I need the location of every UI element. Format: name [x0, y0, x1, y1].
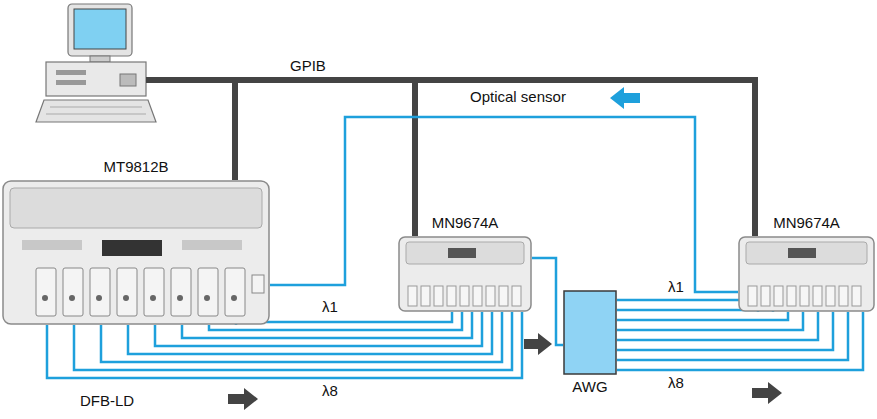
optical-fiber	[617, 312, 803, 330]
optical-switch-box: MN9674A	[738, 236, 875, 312]
optical-fiber	[617, 312, 788, 320]
text-label: λ1	[322, 298, 338, 315]
text-label: λ8	[322, 382, 338, 399]
text-label: DFB-LD	[80, 392, 134, 409]
instrument-drawing	[563, 290, 617, 375]
instrument-drawing	[398, 236, 532, 312]
optical-fiber	[617, 312, 833, 350]
computer-illustration	[36, 4, 156, 122]
direction-arrow	[610, 87, 640, 109]
direction-arrow	[524, 333, 552, 355]
device-name: MN9674A	[708, 214, 877, 231]
instrument-drawing	[738, 236, 875, 312]
text-label: λ8	[668, 374, 684, 391]
direction-arrow	[228, 388, 258, 410]
text-label: GPIB	[290, 57, 326, 74]
text-label: Optical sensor	[470, 88, 566, 105]
optical-fiber	[617, 312, 848, 360]
optical-fiber	[617, 300, 758, 312]
direction-arrow	[752, 382, 782, 404]
optical-multimeter: MT9812B	[2, 180, 270, 325]
instrument-drawing	[2, 180, 270, 325]
awg-filter: AWG	[563, 290, 617, 375]
device-name: MN9674A	[368, 214, 562, 231]
optical-fiber	[617, 312, 818, 340]
device-name: MT9812B	[0, 158, 300, 175]
optical-fiber	[532, 258, 563, 345]
optical-fiber	[617, 312, 863, 370]
device-name: AWG	[533, 378, 647, 395]
text-label: λ1	[668, 278, 684, 295]
optical-switch-box: MN9674A	[398, 236, 532, 312]
